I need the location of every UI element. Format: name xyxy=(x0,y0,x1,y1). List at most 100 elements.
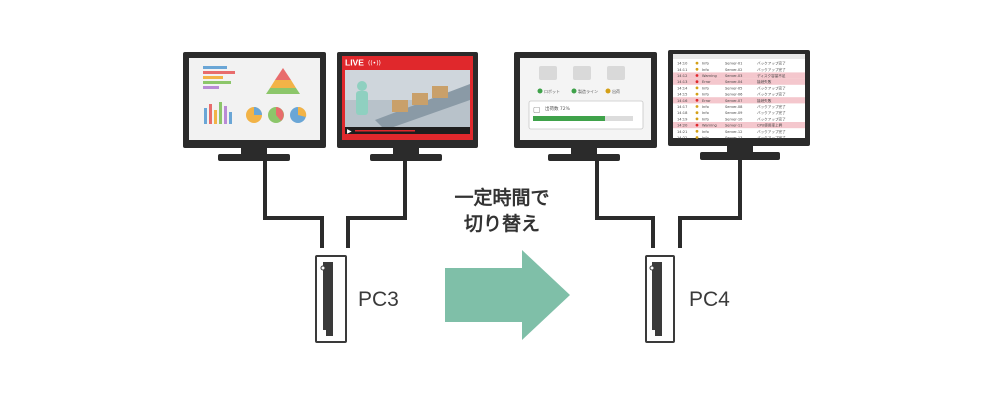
log-message: CPU使用率上昇 xyxy=(757,123,783,128)
box-icon: ▢ xyxy=(533,105,541,114)
pc4-tower-icon xyxy=(645,255,675,343)
log-row: 14:22 Info Server-13 バックアップ完了 xyxy=(677,135,786,140)
pc4-label: PC4 xyxy=(689,288,730,311)
log-level: Info xyxy=(702,117,709,121)
log-message: バックアップ完了 xyxy=(757,104,786,109)
monitor-status-panel: ロボット 製造ライン 出荷 ▢ 出荷数 72% xyxy=(514,52,657,161)
log-row: 14:10 Info Server-01 バックアップ完了 xyxy=(677,61,786,66)
log-message: バックアップ完了 xyxy=(757,135,786,140)
log-status-dot xyxy=(695,92,699,96)
status-item-list: ロボット 製造ライン 出荷 xyxy=(537,66,625,94)
log-time: 14:18 xyxy=(677,111,688,115)
log-time: 14:21 xyxy=(677,130,687,134)
row-highlight xyxy=(673,97,805,104)
status-dot xyxy=(537,88,543,94)
log-status-dot xyxy=(695,86,699,90)
row-highlight xyxy=(673,72,805,79)
log-time: 14:13 xyxy=(677,80,687,84)
cable-pc4-monitor3 xyxy=(595,160,655,248)
log-message: バックアップ完了 xyxy=(757,110,786,115)
play-icon: ▶ xyxy=(347,128,352,135)
log-time: 14:20 xyxy=(677,124,688,128)
status-item: 出荷 xyxy=(605,66,625,94)
switch-arrow xyxy=(445,250,570,340)
log-time: 14:17 xyxy=(677,105,687,109)
status-dot xyxy=(571,88,577,94)
log-time: 14:14 xyxy=(677,86,688,90)
cable-pc3-monitor1 xyxy=(263,160,324,248)
progress-label: 出荷数 72% xyxy=(545,105,571,112)
log-source: Server-02 xyxy=(725,68,742,72)
monitor-dashboard xyxy=(183,52,326,161)
log-level: Info xyxy=(702,86,709,90)
log-message: バックアップ完了 xyxy=(757,61,786,66)
log-message: バックアップ完了 xyxy=(757,92,786,97)
log-time: 14:16 xyxy=(677,99,688,103)
progress-bar-fill xyxy=(533,116,605,121)
log-message: バックアップ完了 xyxy=(757,85,786,90)
machine-icon xyxy=(607,66,625,80)
log-level: Info xyxy=(702,111,709,115)
log-status-dot xyxy=(695,117,699,121)
log-level: Info xyxy=(702,136,709,140)
log-status-dot xyxy=(695,74,699,77)
log-level: Info xyxy=(702,93,709,97)
log-source: Server-07 xyxy=(725,99,742,103)
cable-pc4-monitor4 xyxy=(678,160,742,248)
live-badge: LIVE xyxy=(345,58,364,68)
status-item-label: 製造ライン xyxy=(578,88,598,94)
log-message: バックアップ完了 xyxy=(757,129,786,134)
pc3-label: PC3 xyxy=(358,288,399,311)
log-level: Info xyxy=(702,68,709,72)
pc3-tower-icon xyxy=(315,255,347,343)
row-highlight xyxy=(673,78,805,85)
log-message: バックアップ完了 xyxy=(757,116,786,121)
log-time: 14:10 xyxy=(677,62,688,66)
machine-icon xyxy=(573,66,591,80)
log-source: Server-13 xyxy=(725,136,742,140)
log-status-dot xyxy=(695,67,699,71)
log-level: Warning xyxy=(702,124,717,128)
pyramid-chart-icon xyxy=(266,68,300,94)
column-chart-icon xyxy=(204,102,232,124)
log-source: Server-06 xyxy=(725,93,743,97)
log-source: Server-04 xyxy=(725,80,743,84)
log-source: Server-01 xyxy=(725,62,742,66)
log-source: Server-10 xyxy=(725,117,743,121)
row-highlight xyxy=(673,122,805,129)
machine-icon xyxy=(539,66,557,80)
log-message: ディスク容量不足 xyxy=(757,73,786,78)
status-item: 製造ライン xyxy=(571,66,598,94)
log-message: バックアップ完了 xyxy=(757,67,786,72)
log-time: 14:22 xyxy=(677,136,687,140)
log-time: 14:11 xyxy=(677,68,687,72)
log-row: 14:15 Info Server-06 バックアップ完了 xyxy=(677,92,786,97)
status-item-label: ロボット xyxy=(544,88,560,94)
log-status-dot xyxy=(695,136,699,139)
log-time: 14:15 xyxy=(677,93,687,97)
switch-caption-line2: 切り替え xyxy=(463,214,540,235)
switch-caption: 一定時間で 切り替え xyxy=(432,186,572,238)
log-status-dot xyxy=(695,61,699,65)
bar-chart-icon xyxy=(203,66,235,89)
log-row: 14:14 Info Server-05 バックアップ完了 xyxy=(677,85,786,90)
log-level: Error xyxy=(702,99,711,103)
status-item: ロボット xyxy=(537,66,560,94)
log-status-dot xyxy=(695,98,699,102)
log-source: Server-05 xyxy=(725,86,742,90)
log-level: Info xyxy=(702,62,709,66)
log-row: 14:11 Info Server-02 バックアップ完了 xyxy=(677,67,786,72)
log-level: Error xyxy=(702,80,711,84)
switch-caption-line1: 一定時間で xyxy=(454,188,550,209)
log-level: Info xyxy=(702,105,709,109)
pie-chart-icons xyxy=(246,106,307,123)
